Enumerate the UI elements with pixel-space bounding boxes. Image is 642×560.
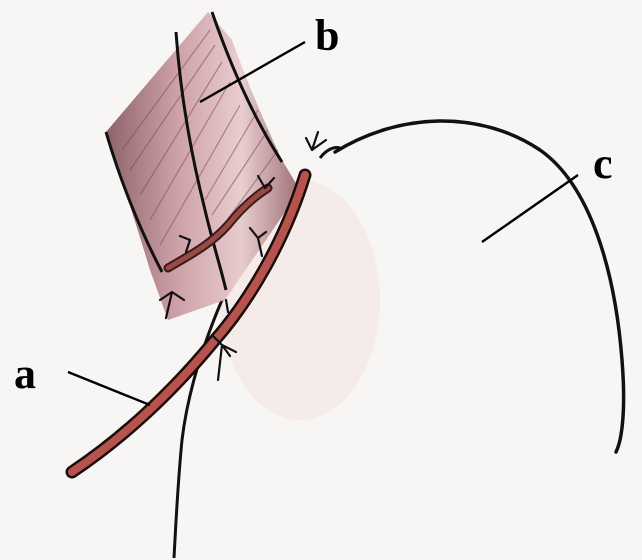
leader-line-a bbox=[68, 372, 150, 405]
leader-line-c bbox=[482, 175, 578, 242]
label-b: b bbox=[315, 14, 339, 58]
label-c: c bbox=[593, 142, 613, 186]
label-a: a bbox=[14, 352, 36, 396]
